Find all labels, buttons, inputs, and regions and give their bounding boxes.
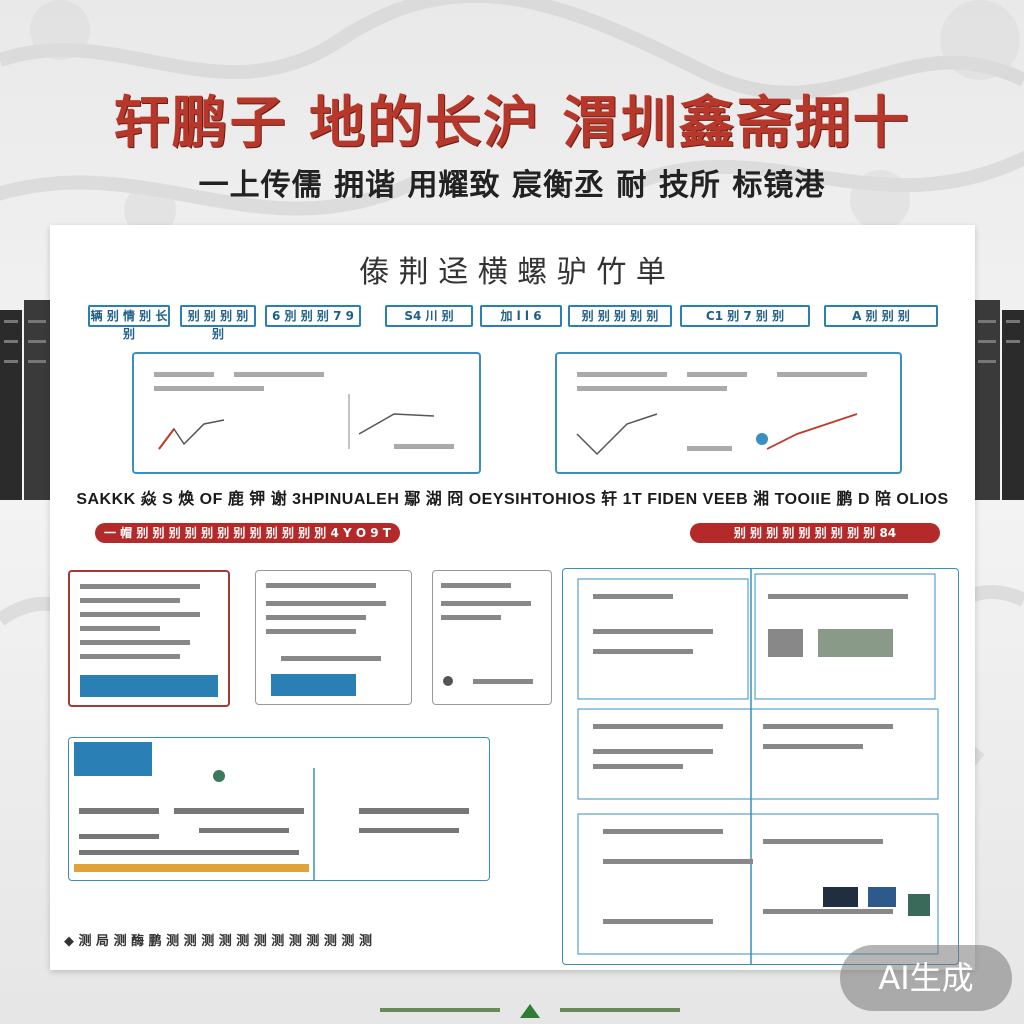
footer-decoration	[380, 1004, 680, 1018]
building-illustration-right	[974, 300, 1024, 500]
category-chip: A 别 别 别	[824, 305, 938, 327]
info-card	[255, 570, 412, 705]
section-banner-text: SAKKK 焱 S 焕 OF 鹿 钾 谢 3HPINUALEH 鄢 湖 冏 OE…	[76, 491, 949, 508]
category-chip: 别 别 别 别 别	[568, 305, 672, 327]
page-title: 轩鹏子 地的长沪 渭圳鑫斋拥十	[113, 90, 911, 156]
info-card	[68, 570, 230, 707]
card-content	[80, 584, 218, 697]
category-chip: S4 川 别	[385, 305, 473, 327]
poster-title: 傣 荆 迳 横 螺 驴 竹 单	[359, 255, 666, 290]
footer-note: ◆ 测 局 测 酶 鹏 测 测 测 测 测 测 测 测 测 测 测 测	[64, 934, 372, 949]
ai-generated-badge: AI生成	[840, 945, 1012, 1011]
card-content	[441, 583, 533, 686]
summary-card	[68, 737, 490, 881]
building-illustration-left	[0, 300, 50, 500]
page-subtitle: 一上传儒 拥谐 用耀致 宸衡丞 耐 技所 标镜港	[198, 168, 826, 203]
category-chip: 加 l l 6	[480, 305, 562, 327]
section-label-left: 一 帽 别 别 别 别 别 别 别 别 别 别 别 別 4 Y O 9 T	[95, 523, 400, 543]
card-content	[74, 742, 469, 880]
infographic-poster: 傣 荆 迳 横 螺 驴 竹 单 辆 别 情 别 长 别 别 别 别 别 别 6 …	[50, 225, 975, 970]
trend-panel-right	[555, 352, 902, 474]
category-chip: 6 別 别 别 7 9	[265, 305, 361, 327]
info-card	[432, 570, 552, 705]
trend-sketch	[154, 372, 454, 450]
trend-sketch	[576, 372, 867, 456]
category-chip: 辆 别 情 别 长 别	[88, 305, 170, 341]
flow-diagram	[562, 568, 959, 965]
section-label-right: 别 别 别 别 别 别 别 别 别 84	[690, 523, 940, 543]
trend-panel-left	[132, 352, 481, 474]
category-chip: 别 别 别 别 别	[180, 305, 256, 341]
card-content	[266, 583, 386, 696]
flow-diagram-content	[577, 569, 939, 964]
category-chip: C1 别 7 别 别	[680, 305, 810, 327]
